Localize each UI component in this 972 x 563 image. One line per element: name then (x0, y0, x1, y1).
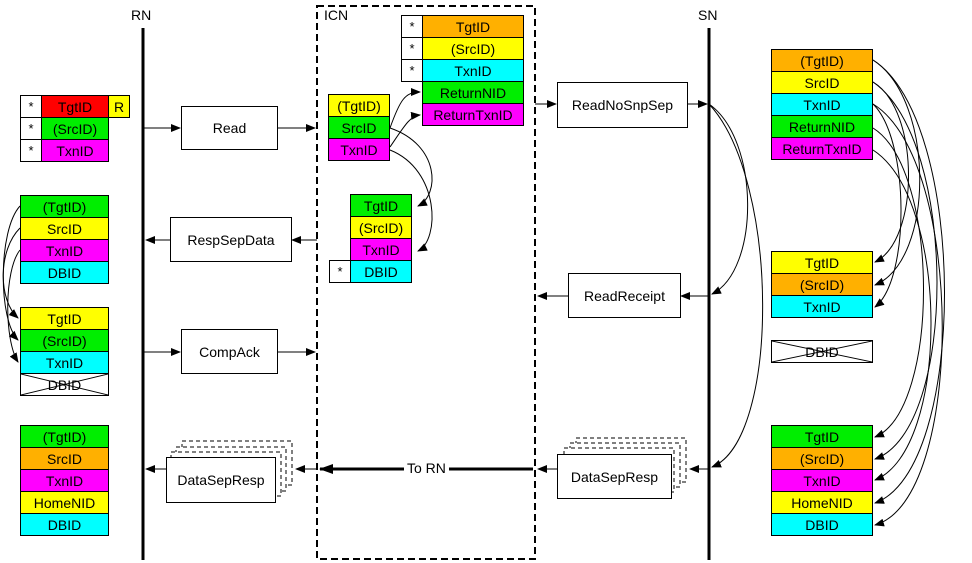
field-tgtid: TgtID (771, 425, 873, 448)
curve-srcid-to-tgtid (389, 127, 433, 207)
field-srcid: (SrcID) (20, 329, 109, 352)
curve-txnid-to-txnid (389, 149, 433, 252)
field-dbid-label: DBID (805, 343, 839, 360)
field-dbid-unused: DBID (20, 373, 109, 396)
field-txnid: TxnID (350, 238, 412, 261)
curve-sn-read-to-data (708, 103, 764, 468)
curve-sn-tgtid-to-homenid (872, 59, 945, 504)
field-homenid: HomeNID (771, 491, 873, 514)
star-marker: * (20, 117, 42, 140)
star-marker: * (20, 139, 42, 162)
field-srcid: (SrcID) (41, 117, 109, 140)
field-returnnid: ReturnNID (422, 81, 524, 104)
field-srcid: (SrcID) (771, 447, 873, 470)
field-tgtid: (TgtID) (20, 425, 109, 448)
star-marker: * (20, 95, 42, 118)
sn-label: SN (698, 7, 718, 23)
field-returntxnid: ReturnTxnID (771, 137, 873, 160)
field-tgtid: (TgtID) (20, 195, 109, 218)
field-dbid: DBID (20, 513, 109, 536)
field-txnid: TxnID (20, 239, 109, 262)
field-tgtid: (TgtID) (328, 94, 390, 117)
field-dbid: DBID (771, 513, 873, 536)
field-srcid: (SrcID) (771, 273, 873, 296)
msg-read-receipt: ReadReceipt (568, 273, 681, 318)
msg-read: Read (181, 106, 278, 150)
field-returnnid: ReturnNID (771, 115, 873, 138)
curve-sn-returntxnid-to-txnid (872, 149, 932, 481)
msg-read-no-snp-sep: ReadNoSnpSep (557, 82, 688, 128)
field-dbid: DBID (20, 261, 109, 284)
icn-label: ICN (324, 7, 349, 23)
rn-label: RN (131, 7, 152, 23)
field-dbid-label: DBID (47, 376, 82, 393)
star-marker: * (401, 37, 423, 60)
curve-sn-srcid-to-srcid (872, 81, 938, 460)
msg-data-sep-resp-rn: DataSepResp (166, 457, 276, 503)
field-txnid: TxnID (771, 295, 873, 318)
curve-txnid-to-returntxnid (389, 111, 421, 148)
field-dbid: DBID (350, 260, 412, 283)
curve-sn-txnid-to-dbid (872, 103, 943, 527)
label-to-rn: To RN (404, 460, 449, 476)
star-marker: * (401, 15, 423, 38)
curve-srcid-to-returnnid (389, 88, 421, 129)
curve-sn-srcid-to-tgtid (872, 81, 909, 263)
field-srcid: SrcID (20, 447, 109, 470)
curve-sn-returnnid-to-tgtid (872, 127, 924, 438)
msg-data-sep-resp-sn: DataSepResp (557, 454, 672, 499)
msg-comp-ack: CompAck (181, 329, 278, 374)
field-srcid: (SrcID) (350, 216, 412, 239)
field-tgtid: TgtID (771, 251, 873, 274)
field-srcid: (SrcID) (422, 37, 524, 60)
field-tgtid: TgtID (350, 194, 412, 217)
field-tgtid: TgtID (422, 15, 524, 38)
msg-resp-sep-data: RespSepData (170, 217, 292, 262)
field-txnid: TxnID (41, 139, 109, 162)
field-txnid: TxnID (20, 351, 109, 374)
curve-sn-txnid-to-txnid (872, 103, 902, 308)
field-srcid: SrcID (771, 71, 873, 94)
field-txnid: TxnID (771, 93, 873, 116)
curve-sn-tgtid-to-srcid (872, 59, 921, 286)
star-marker: * (401, 59, 423, 82)
field-txnid: TxnID (328, 138, 390, 161)
field-dbid-unused: DBID (771, 340, 873, 363)
field-tgtid: TgtID (41, 95, 109, 118)
field-txnid: TxnID (422, 59, 524, 82)
curve-rn-txnid-to-txnid (7, 249, 21, 363)
cross-out-mark (21, 374, 108, 395)
curve-sn-read-to-receipt (708, 103, 749, 295)
icn-boundary (316, 5, 536, 560)
field-tgtid: (TgtID) (771, 49, 873, 72)
r-marker: R (108, 95, 130, 118)
field-returntxnid: ReturnTxnID (422, 103, 524, 126)
field-txnid: TxnID (771, 469, 873, 492)
star-marker: * (329, 260, 351, 283)
cross-out-mark (772, 341, 872, 362)
field-srcid: SrcID (328, 116, 390, 139)
curve-rn-tgtid-to-srcid (2, 205, 21, 341)
field-srcid: SrcID (20, 217, 109, 240)
field-txnid: TxnID (20, 469, 109, 492)
field-homenid: HomeNID (20, 491, 109, 514)
field-tgtid: TgtID (20, 307, 109, 330)
